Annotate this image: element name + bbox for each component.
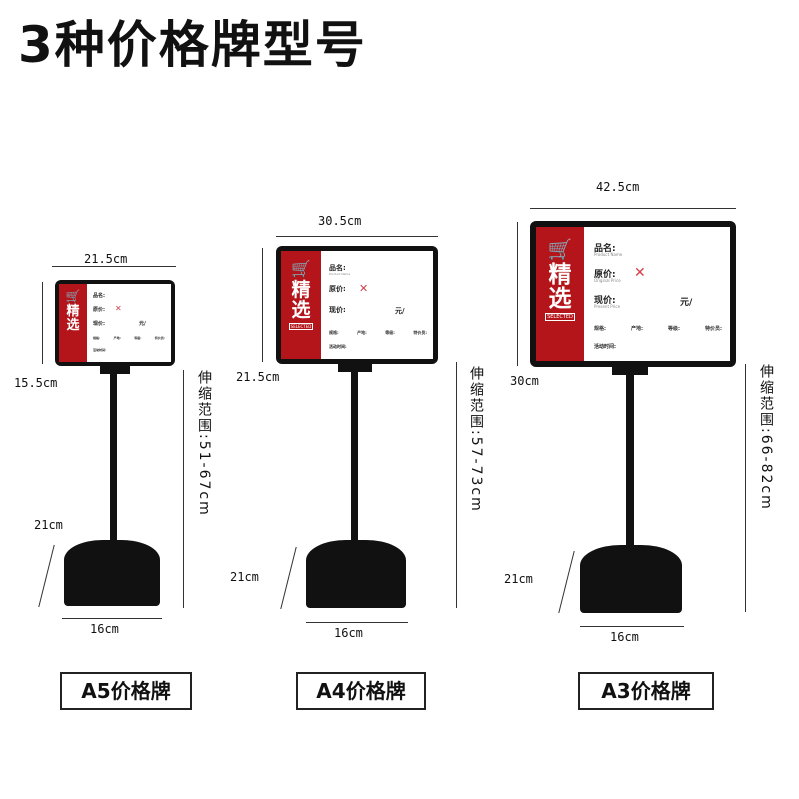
base-depth-label: 21cm xyxy=(504,572,533,586)
spec-row: 规格:产地:等级:特价员: xyxy=(329,330,427,335)
pole-clamp xyxy=(612,367,648,375)
card-jingxuan: 精选 xyxy=(66,304,80,333)
red-panel: 🛒 精选 xyxy=(59,284,87,362)
card-jingxuan: 精选 xyxy=(291,279,311,321)
cart-icon: 🛒 xyxy=(547,237,573,261)
field-yuanjia: 原价: xyxy=(93,307,105,313)
price-card: 🛒 精选 品名: 原价: ✕ 现价: 元/ 规格:产地:等级:特价员: 活动时间… xyxy=(59,284,171,362)
stand-base xyxy=(64,540,160,606)
base-depth-label: 21cm xyxy=(230,570,259,584)
width-label: 30.5cm xyxy=(318,214,362,228)
field-pinming-en: Product Name xyxy=(329,272,351,276)
pole-clamp xyxy=(100,366,130,374)
base-depth-line xyxy=(558,550,575,614)
field-huodong: 活动时间: xyxy=(594,344,616,350)
field-pinming: 品名: xyxy=(93,293,105,299)
field-xianjia-en: Present Price xyxy=(594,304,621,309)
base-depth-line xyxy=(38,544,55,608)
base-width-line xyxy=(306,622,408,623)
base-depth-line xyxy=(280,546,297,610)
range-dim-line xyxy=(183,370,184,608)
model-name-a4: A4价格牌 xyxy=(296,672,426,710)
cross-icon: ✕ xyxy=(634,265,646,281)
field-pinming-en: Product Name xyxy=(594,252,623,257)
range-dim-line xyxy=(456,362,457,608)
stand-base xyxy=(306,540,406,608)
base-depth-label: 21cm xyxy=(34,518,63,532)
field-xianjia: 现价: xyxy=(93,321,105,327)
base-width-label: 16cm xyxy=(334,626,363,640)
cross-icon: ✕ xyxy=(115,304,122,313)
base-width-line xyxy=(580,626,684,627)
field-xianjia: 现价: xyxy=(594,296,616,306)
range-label: 伸缩范围:57-73cm xyxy=(468,366,484,513)
base-width-label: 16cm xyxy=(610,630,639,644)
width-dim-line xyxy=(52,266,176,267)
card-selected: SELECTED xyxy=(288,322,314,330)
width-label: 42.5cm xyxy=(596,180,640,194)
width-dim-line xyxy=(530,208,736,209)
field-yuanjia: 原价: xyxy=(594,270,616,280)
field-huodong: 活动时间: xyxy=(93,348,107,352)
field-pinming: 品名: xyxy=(594,244,616,254)
height-label: 21.5cm xyxy=(236,370,280,384)
spec-row: 规格:产地:等级:特价员: xyxy=(594,326,722,332)
field-yuan: 元/ xyxy=(680,298,693,308)
field-yuan: 元/ xyxy=(395,307,405,315)
height-label: 30cm xyxy=(510,374,539,388)
range-label: 伸缩范围:66-82cm xyxy=(758,364,774,511)
red-panel: 🛒 精选 SELECTED xyxy=(536,227,584,361)
field-huodong: 活动时间: xyxy=(329,344,347,349)
stand-base xyxy=(580,545,682,613)
width-label: 21.5cm xyxy=(84,252,128,266)
cross-icon: ✕ xyxy=(359,282,369,295)
height-dim-line xyxy=(42,282,43,364)
model-name-a3: A3价格牌 xyxy=(578,672,714,710)
base-width-line xyxy=(62,618,162,619)
base-width-label: 16cm xyxy=(90,622,119,636)
cart-icon: 🛒 xyxy=(65,289,81,303)
card-selected: SELECTED xyxy=(545,313,575,322)
pole xyxy=(351,372,358,552)
field-yuanjia: 原价: xyxy=(329,285,346,293)
field-yuanjia-en: Original Price xyxy=(594,278,621,283)
price-card: 🛒 精选 SELECTED 品名: Product Name 原价: ✕ 现价:… xyxy=(281,251,433,359)
pole xyxy=(110,374,117,554)
card-jingxuan: 精选 xyxy=(548,262,572,313)
page-title: 3种价格牌型号 xyxy=(18,16,367,74)
cart-icon: 🛒 xyxy=(291,259,311,278)
range-label: 伸缩范围:51-67cm xyxy=(196,370,212,517)
field-xianjia: 现价: xyxy=(329,306,346,314)
height-dim-line xyxy=(517,222,518,366)
pole xyxy=(626,375,634,555)
field-pinming: 品名: xyxy=(329,264,346,272)
price-card: 🛒 精选 SELECTED 品名: Product Name 原价: Origi… xyxy=(536,227,730,361)
pole-clamp xyxy=(338,364,372,372)
height-label: 15.5cm xyxy=(14,376,58,390)
red-panel: 🛒 精选 SELECTED xyxy=(281,251,321,359)
width-dim-line xyxy=(276,236,438,237)
spec-row: 规格:产地:等级:特价员: xyxy=(93,336,165,340)
range-dim-line xyxy=(745,364,746,612)
height-dim-line xyxy=(262,248,263,362)
field-yuan: 元/ xyxy=(139,321,146,327)
model-name-a5: A5价格牌 xyxy=(60,672,192,710)
